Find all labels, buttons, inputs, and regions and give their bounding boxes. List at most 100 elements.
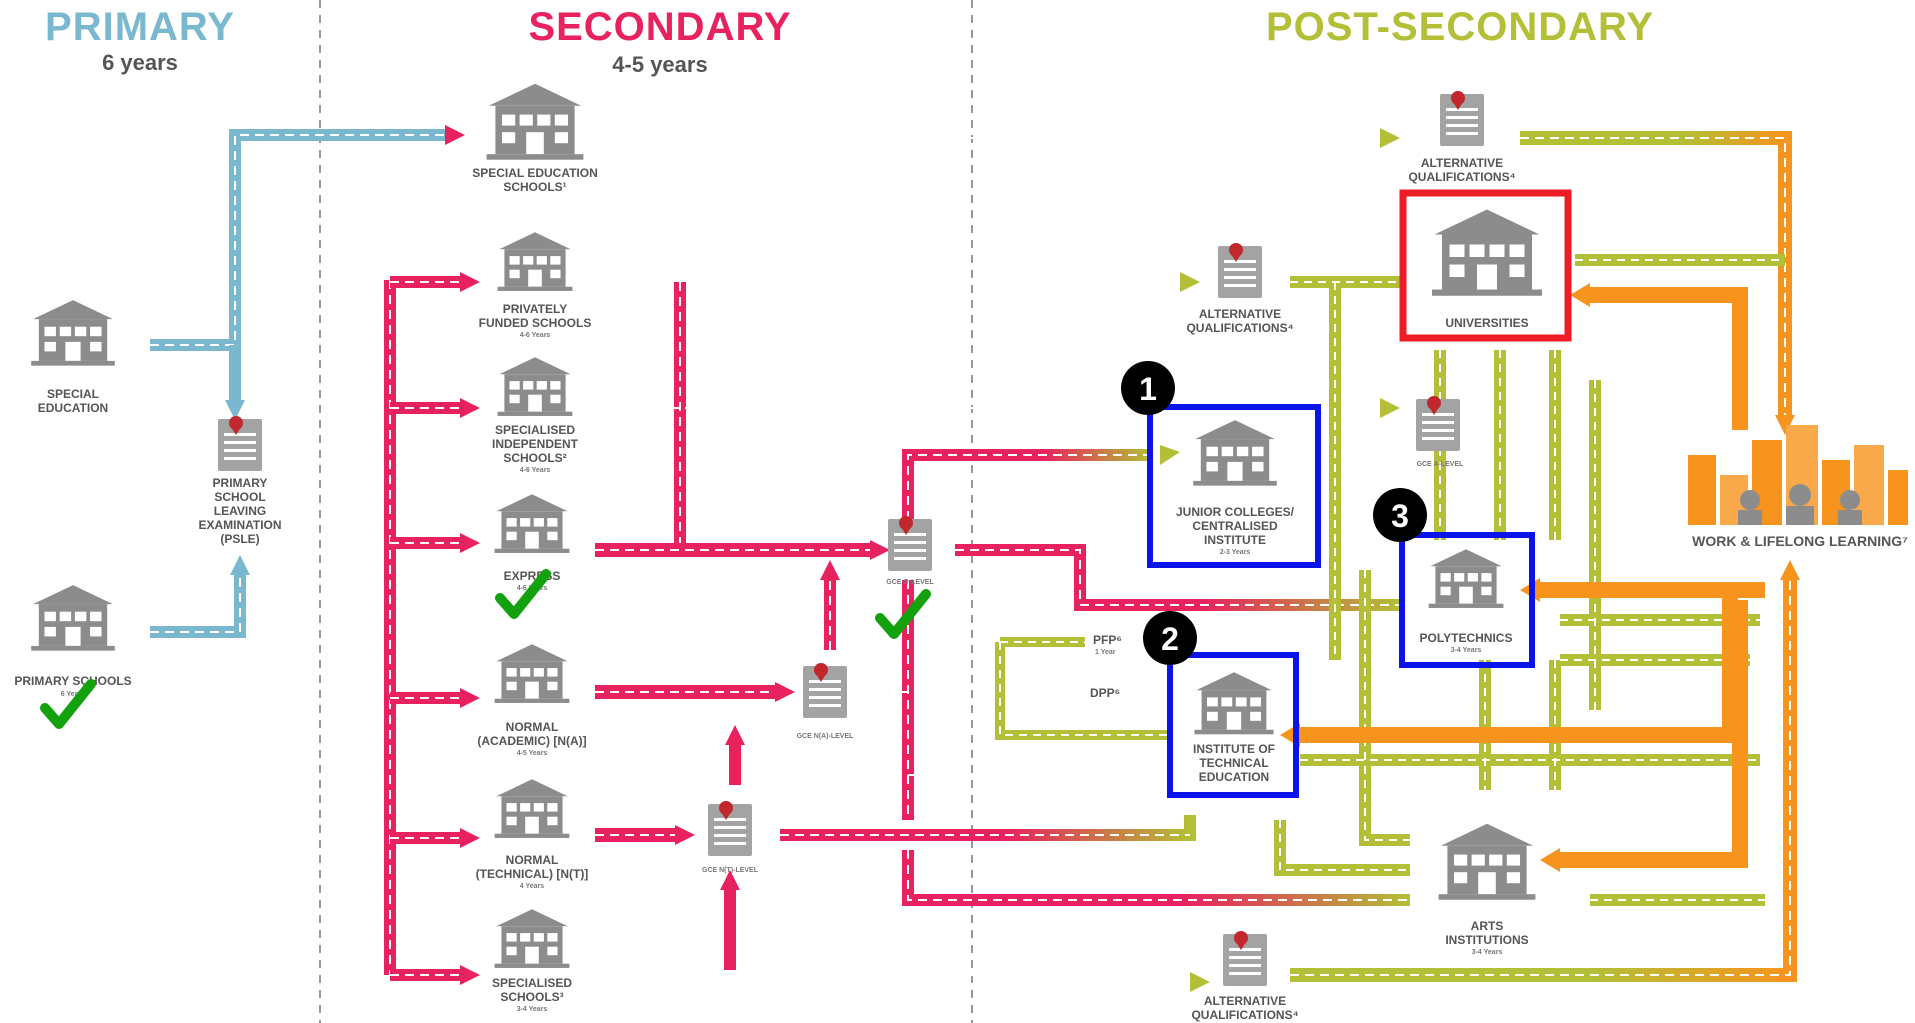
svg-text:QUALIFICATIONS⁴: QUALIFICATIONS⁴ (1191, 1008, 1298, 1022)
svg-text:1 Year: 1 Year (1095, 649, 1116, 656)
svg-text:EDUCATION: EDUCATION (1199, 770, 1269, 784)
svg-text:EXPRESS: EXPRESS (504, 569, 561, 583)
gce-nt-level-node: GCE N(T)-LEVEL (702, 801, 759, 874)
psle-node: PRIMARY SCHOOL LEAVING EXAMINATION (PSLE… (198, 416, 282, 546)
svg-text:ALTERNATIVE: ALTERNATIVE (1421, 156, 1503, 170)
building-icon (497, 232, 573, 291)
specialised-independent-schools-node: SPECIALISED INDEPENDENT SCHOOLS² 4-6 Yea… (492, 357, 579, 474)
svg-text:PRIMARY SCHOOLS: PRIMARY SCHOOLS (14, 674, 131, 688)
express-node: EXPRESS 4-6 Years (494, 494, 570, 592)
number-badge-1: 1 (1121, 361, 1175, 415)
svg-text:INSTITUTIONS: INSTITUTIONS (1445, 933, 1528, 947)
building-icon (1193, 420, 1277, 486)
svg-text:ALTERNATIVE: ALTERNATIVE (1204, 994, 1286, 1008)
svg-text:SPECIALISED: SPECIALISED (495, 423, 575, 437)
certificate-icon (1440, 91, 1484, 146)
ite-highlight-box (1167, 652, 1299, 798)
svg-text:4 Years: 4 Years (520, 883, 545, 890)
gce-na-level-node: GCE N(A)-LEVEL (797, 663, 855, 740)
ite-node: INSTITUTE OF TECHNICAL EDUCATION (1193, 672, 1275, 784)
number-badge-2: 2 (1143, 611, 1197, 665)
university-building-icon (1432, 209, 1542, 296)
dpp-label: DPP⁶ (1090, 686, 1120, 700)
svg-text:PFP⁶: PFP⁶ (1093, 633, 1122, 647)
building-icon (1428, 549, 1504, 608)
svg-text:1: 1 (1139, 371, 1157, 407)
building-icon (494, 494, 570, 553)
svg-text:UNIVERSITIES: UNIVERSITIES (1445, 316, 1528, 330)
alternative-qualifications-top-node: ALTERNATIVE QUALIFICATIONS⁴ (1408, 91, 1516, 184)
special-education-node: SPECIAL EDUCATION (31, 300, 115, 415)
svg-text:ARTS: ARTS (1471, 919, 1504, 933)
svg-text:PRIVATELY: PRIVATELY (503, 302, 567, 316)
svg-text:QUALIFICATIONS⁴: QUALIFICATIONS⁴ (1186, 321, 1293, 335)
check-mark-icon (45, 684, 91, 724)
svg-text:SPECIAL EDUCATION: SPECIAL EDUCATION (472, 166, 598, 180)
pathway-lines (150, 129, 1797, 982)
svg-text:EDUCATION: EDUCATION (38, 401, 108, 415)
primary-schools-node: PRIMARY SCHOOLS 6 Years (14, 585, 132, 698)
gce-a-level-node: GCE A-LEVEL (1416, 396, 1464, 468)
arts-institutions-node: ARTS INSTITUTIONS 3-4 Years (1438, 823, 1536, 956)
alternative-qualifications-mid-node: ALTERNATIVE QUALIFICATIONS⁴ (1186, 243, 1294, 335)
special-education-schools-node: SPECIAL EDUCATION SCHOOLS¹ (472, 83, 598, 194)
svg-text:SPECIAL: SPECIAL (47, 387, 99, 401)
svg-text:NORMAL: NORMAL (506, 720, 559, 734)
svg-text:3-4 Years: 3-4 Years (1451, 647, 1482, 654)
building-icon (494, 779, 570, 838)
building-icon (486, 83, 584, 160)
svg-text:INSTITUTE: INSTITUTE (1204, 533, 1266, 547)
certificate-icon (1223, 931, 1267, 986)
building-icon (31, 585, 115, 651)
svg-text:PRIMARY: PRIMARY (213, 476, 268, 490)
certificate-icon (1218, 243, 1262, 298)
svg-text:4-5 Years: 4-5 Years (517, 750, 548, 757)
certificate-icon (218, 416, 262, 471)
junior-colleges-node: JUNIOR COLLEGES/ CENTRALISED INSTITUTE 2… (1176, 420, 1295, 556)
svg-text:FUNDED SCHOOLS: FUNDED SCHOOLS (479, 316, 592, 330)
normal-academic-node: NORMAL (ACADEMIC) [N(A)] 4-5 Years (477, 644, 587, 757)
svg-text:3: 3 (1391, 498, 1409, 534)
svg-text:INDEPENDENT: INDEPENDENT (492, 437, 579, 451)
secondary-header: SECONDARY (528, 5, 791, 49)
svg-text:GCE N(A)-LEVEL: GCE N(A)-LEVEL (797, 733, 855, 740)
svg-text:JUNIOR COLLEGES/: JUNIOR COLLEGES/ (1176, 505, 1295, 519)
svg-text:SCHOOLS¹: SCHOOLS¹ (503, 180, 566, 194)
specialised-schools-node: SPECIALISED SCHOOLS³ 3-4 Years (492, 909, 572, 1013)
building-icon (31, 300, 115, 366)
alternative-qualifications-bottom-node: ALTERNATIVE QUALIFICATIONS⁴ (1191, 931, 1299, 1022)
junior-colleges-highlight-box (1147, 404, 1321, 568)
svg-text:POLYTECHNICS: POLYTECHNICS (1420, 631, 1513, 645)
polytechnics-node: POLYTECHNICS 3-4 Years (1420, 549, 1513, 654)
pfp-label: PFP⁶ 1 Year (1093, 633, 1122, 656)
building-icon (497, 357, 573, 416)
svg-text:2: 2 (1161, 621, 1179, 657)
city-skyline-icon (1688, 425, 1908, 525)
svg-text:CENTRALISED: CENTRALISED (1192, 519, 1278, 533)
svg-text:SPECIALISED: SPECIALISED (492, 976, 572, 990)
number-badge-3: 3 (1373, 488, 1427, 542)
svg-text:SCHOOLS³: SCHOOLS³ (500, 990, 563, 1004)
post-secondary-header: POST-SECONDARY (1266, 5, 1654, 49)
svg-text:GCE N(T)-LEVEL: GCE N(T)-LEVEL (702, 867, 759, 874)
svg-text:QUALIFICATIONS⁴: QUALIFICATIONS⁴ (1408, 170, 1515, 184)
svg-text:INSTITUTE OF: INSTITUTE OF (1193, 742, 1275, 756)
svg-text:SCHOOL: SCHOOL (214, 490, 265, 504)
svg-text:6 Years: 6 Years (61, 691, 86, 698)
svg-text:ALTERNATIVE: ALTERNATIVE (1199, 307, 1281, 321)
svg-text:2-3 Years: 2-3 Years (1220, 549, 1251, 556)
certificate-icon (888, 516, 932, 571)
certificate-icon (1416, 396, 1460, 451)
certificate-icon (708, 801, 752, 856)
gce-o-level-node: GCE O-LEVEL (886, 516, 934, 586)
svg-text:SCHOOLS²: SCHOOLS² (503, 451, 566, 465)
svg-text:(TECHNICAL) [N(T)]: (TECHNICAL) [N(T)] (476, 867, 589, 881)
secondary-subheader: 4-5 years (612, 52, 707, 77)
building-icon (1438, 823, 1536, 900)
svg-text:NORMAL: NORMAL (506, 853, 559, 867)
polytechnics-highlight-box (1399, 532, 1535, 668)
svg-text:4-6 Years: 4-6 Years (520, 467, 551, 474)
universities-highlight-box (1399, 189, 1572, 342)
svg-text:3-4 Years: 3-4 Years (1472, 949, 1503, 956)
